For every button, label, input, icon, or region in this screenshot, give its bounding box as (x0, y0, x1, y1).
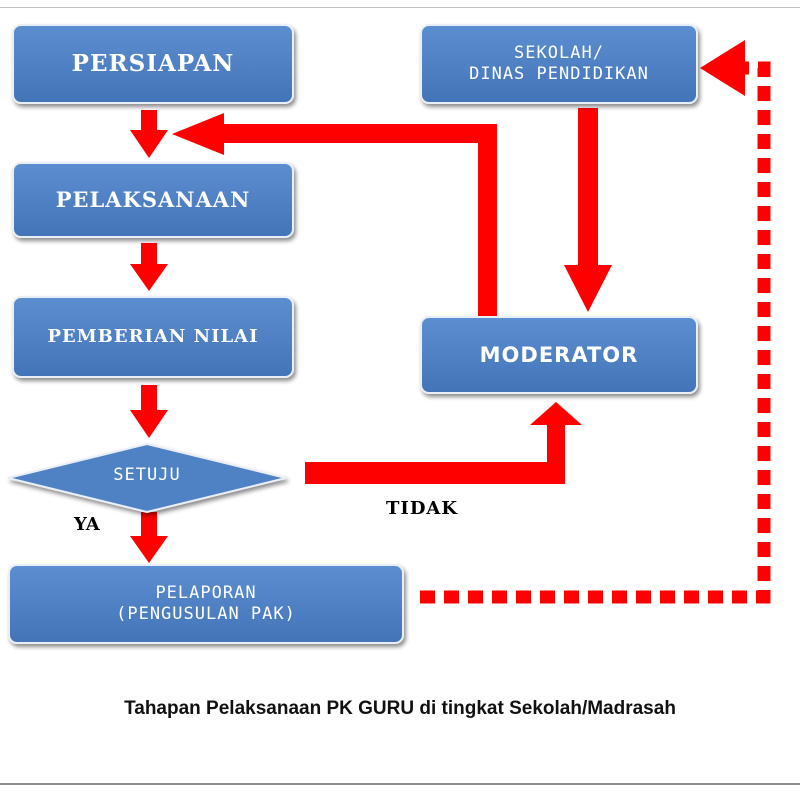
node-pelaksanaan-label: PELAKSANAAN (55, 186, 251, 212)
node-persiapan-label: PERSIAPAN (71, 49, 235, 77)
node-sekolah-dinas: SEKOLAH/ DINAS PENDIDIKAN (420, 24, 698, 104)
arrow-pelaksanaan-to-pemberian-nilai (130, 243, 168, 291)
dotted-arrow-pelaporan-to-sekolah (420, 61, 771, 604)
arrow-pemberian-nilai-to-setuju (130, 385, 168, 438)
node-sekolah-line1: SEKOLAH/ (514, 42, 604, 63)
node-setuju-label: SETUJU (113, 465, 181, 485)
node-persiapan: PERSIAPAN (12, 24, 294, 104)
arrow-persiapan-to-pelaksanaan (130, 110, 168, 158)
arrow-moderator-to-pelaksanaan (172, 113, 497, 318)
dotted-arrow-head (700, 40, 745, 96)
node-pemberian-nilai-label: PEMBERIAN NILAI (47, 325, 259, 347)
diagram-caption: Tahapan Pelaksanaan PK GURU di tingkat S… (124, 698, 676, 719)
arrow-sekolah-to-moderator (564, 108, 612, 312)
node-pelaksanaan: PELAKSANAAN (12, 162, 294, 238)
arrow-setuju-to-moderator (305, 402, 582, 484)
node-pemberian-nilai: PEMBERIAN NILAI (12, 296, 294, 378)
node-pelaporan-line2: (PENGUSULAN PAK) (116, 604, 296, 624)
decision-diamond-setuju (7, 442, 287, 514)
frame-border-bottom (0, 783, 800, 785)
node-sekolah-line2: DINAS PENDIDIKAN (469, 64, 649, 84)
edge-label-ya: YA (74, 514, 100, 535)
arrow-setuju-to-pelaporan (130, 512, 168, 563)
node-pelaporan: PELAPORAN (PENGUSULAN PAK) (8, 564, 404, 644)
node-moderator-label: MODERATOR (479, 342, 639, 367)
node-moderator: MODERATOR (420, 316, 698, 394)
node-pelaporan-line1: PELAPORAN (155, 582, 257, 603)
edge-label-tidak: TIDAK (386, 498, 459, 519)
frame-border-top (0, 7, 800, 8)
